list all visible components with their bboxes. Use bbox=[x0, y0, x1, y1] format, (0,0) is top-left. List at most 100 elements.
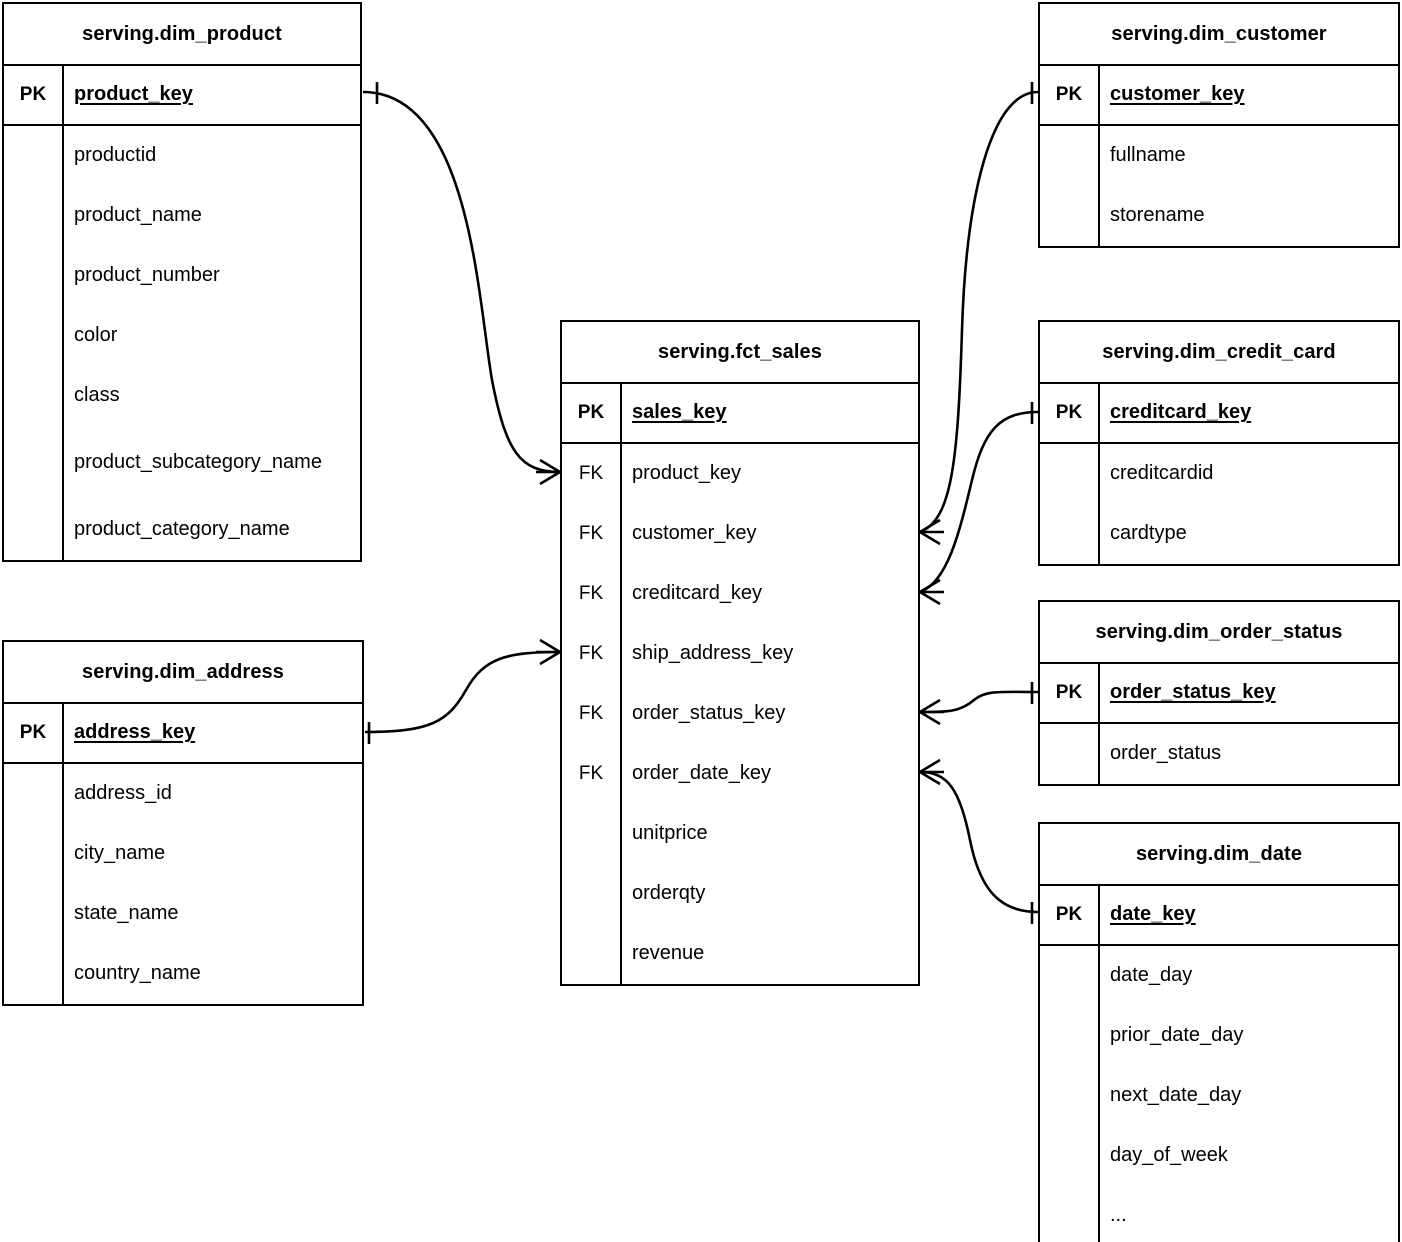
attribute-row[interactable]: ... bbox=[1040, 1186, 1398, 1242]
column-name: creditcard_key bbox=[1110, 401, 1252, 424]
column-name: customer_key bbox=[632, 522, 757, 545]
attribute-row[interactable]: prior_date_day bbox=[1040, 1006, 1398, 1066]
key-badge bbox=[1040, 186, 1100, 246]
attribute-row[interactable]: FK creditcard_key bbox=[562, 564, 918, 624]
column-name: next_date_day bbox=[1110, 1084, 1242, 1107]
column-name: address_key bbox=[74, 721, 196, 744]
key-badge-fk: FK bbox=[562, 564, 622, 624]
key-badge-pk: PK bbox=[562, 384, 622, 442]
attribute-row[interactable]: country_name bbox=[4, 944, 362, 1004]
attribute-row[interactable]: date_day bbox=[1040, 946, 1398, 1006]
attribute-list: date_day prior_date_day next_date_day da… bbox=[1040, 946, 1398, 1242]
column-name: state_name bbox=[74, 902, 179, 925]
pk-row[interactable]: PK order_status_key bbox=[1040, 664, 1398, 724]
column-name: product_subcategory_name bbox=[74, 451, 322, 474]
column-name: order_status_key bbox=[632, 702, 786, 725]
column-name: product_category_name bbox=[74, 518, 290, 541]
key-badge-fk: FK bbox=[562, 504, 622, 564]
column-name: product_number bbox=[74, 264, 220, 287]
attribute-row[interactable]: FK product_key bbox=[562, 444, 918, 504]
attribute-row[interactable]: FK ship_address_key bbox=[562, 624, 918, 684]
column-name: order_status_key bbox=[1110, 681, 1276, 704]
crowsfoot-fct-sales-creditcard bbox=[919, 578, 944, 606]
attribute-row[interactable]: unitprice bbox=[562, 804, 918, 864]
entity-dim-order-status[interactable]: serving.dim_order_status PK order_status… bbox=[1038, 600, 1400, 786]
key-badge bbox=[562, 924, 622, 984]
attribute-row[interactable]: class bbox=[4, 366, 360, 426]
attribute-row[interactable]: product_name bbox=[4, 186, 360, 246]
key-badge-fk: FK bbox=[562, 684, 622, 744]
pk-row[interactable]: PK customer_key bbox=[1040, 66, 1398, 126]
key-badge bbox=[1040, 126, 1100, 186]
attribute-row[interactable]: address_id bbox=[4, 764, 362, 824]
attribute-row[interactable]: FK customer_key bbox=[562, 504, 918, 564]
crowsfoot-fct-sales-product bbox=[536, 458, 561, 486]
attribute-row[interactable]: next_date_day bbox=[1040, 1066, 1398, 1126]
pk-row[interactable]: PK date_key bbox=[1040, 886, 1398, 946]
attribute-list: order_status bbox=[1040, 724, 1398, 784]
attribute-row[interactable]: orderqty bbox=[562, 864, 918, 924]
key-badge-pk: PK bbox=[1040, 66, 1100, 124]
key-badge bbox=[4, 126, 64, 186]
key-badge bbox=[4, 306, 64, 366]
key-badge bbox=[1040, 444, 1100, 504]
entity-dim-customer[interactable]: serving.dim_customer PK customer_key ful… bbox=[1038, 2, 1400, 248]
attribute-row[interactable]: state_name bbox=[4, 884, 362, 944]
entity-dim-date[interactable]: serving.dim_date PK date_key date_day pr… bbox=[1038, 822, 1400, 1242]
crowsfoot-fct-sales-address bbox=[536, 638, 561, 666]
key-badge-fk: FK bbox=[562, 444, 622, 504]
attribute-list: FK product_key FK customer_key FK credit… bbox=[562, 444, 918, 984]
column-name: order_date_key bbox=[632, 762, 771, 785]
pk-row[interactable]: PK sales_key bbox=[562, 384, 918, 444]
attribute-row[interactable]: revenue bbox=[562, 924, 918, 984]
attribute-row[interactable]: order_status bbox=[1040, 724, 1398, 784]
key-badge bbox=[1040, 1186, 1100, 1242]
attribute-row[interactable]: fullname bbox=[1040, 126, 1398, 186]
column-name: product_key bbox=[74, 83, 193, 106]
entity-dim-credit-card[interactable]: serving.dim_credit_card PK creditcard_ke… bbox=[1038, 320, 1400, 566]
edge-dim-address-to-fct-sales bbox=[364, 650, 561, 734]
attribute-row[interactable]: creditcardid bbox=[1040, 444, 1398, 504]
key-badge bbox=[4, 246, 64, 306]
pk-row[interactable]: PK creditcard_key bbox=[1040, 384, 1398, 444]
key-badge bbox=[1040, 504, 1100, 564]
attribute-row[interactable]: product_subcategory_name bbox=[4, 426, 360, 500]
column-name: day_of_week bbox=[1110, 1144, 1228, 1167]
attribute-row[interactable]: productid bbox=[4, 126, 360, 186]
column-name: productid bbox=[74, 144, 157, 167]
attribute-row[interactable]: FK order_status_key bbox=[562, 684, 918, 744]
attribute-row[interactable]: cardtype bbox=[1040, 504, 1398, 564]
attribute-row[interactable]: FK order_date_key bbox=[562, 744, 918, 804]
entity-title: serving.dim_customer bbox=[1040, 4, 1398, 66]
key-badge bbox=[4, 186, 64, 246]
column-name: date_day bbox=[1110, 964, 1193, 987]
attribute-row[interactable]: product_number bbox=[4, 246, 360, 306]
key-badge bbox=[4, 884, 64, 944]
key-badge-fk: FK bbox=[562, 744, 622, 804]
column-name: city_name bbox=[74, 842, 166, 865]
attribute-row[interactable]: day_of_week bbox=[1040, 1126, 1398, 1186]
entity-title: serving.dim_order_status bbox=[1040, 602, 1398, 664]
attribute-row[interactable]: city_name bbox=[4, 824, 362, 884]
key-badge bbox=[562, 864, 622, 924]
column-name: creditcardid bbox=[1110, 462, 1214, 485]
column-name: cardtype bbox=[1110, 522, 1187, 545]
entity-dim-address[interactable]: serving.dim_address PK address_key addre… bbox=[2, 640, 364, 1006]
attribute-row[interactable]: product_category_name bbox=[4, 500, 360, 560]
key-badge bbox=[1040, 946, 1100, 1006]
attribute-row[interactable]: storename bbox=[1040, 186, 1398, 246]
key-badge bbox=[4, 500, 64, 560]
entity-dim-product[interactable]: serving.dim_product PK product_key produ… bbox=[2, 2, 362, 562]
attribute-row[interactable]: color bbox=[4, 306, 360, 366]
edge-dim-customer-to-fct-sales bbox=[919, 90, 1039, 534]
key-badge bbox=[4, 366, 64, 426]
key-badge bbox=[1040, 1066, 1100, 1126]
key-badge-pk: PK bbox=[4, 66, 64, 124]
entity-fct-sales[interactable]: serving.fct_sales PK sales_key FK produc… bbox=[560, 320, 920, 986]
pk-row[interactable]: PK product_key bbox=[4, 66, 360, 126]
entity-title: serving.dim_date bbox=[1040, 824, 1398, 886]
column-name: order_status bbox=[1110, 742, 1222, 765]
pk-row[interactable]: PK address_key bbox=[4, 704, 362, 764]
edge-dim-credit-card-to-fct-sales bbox=[919, 410, 1039, 594]
